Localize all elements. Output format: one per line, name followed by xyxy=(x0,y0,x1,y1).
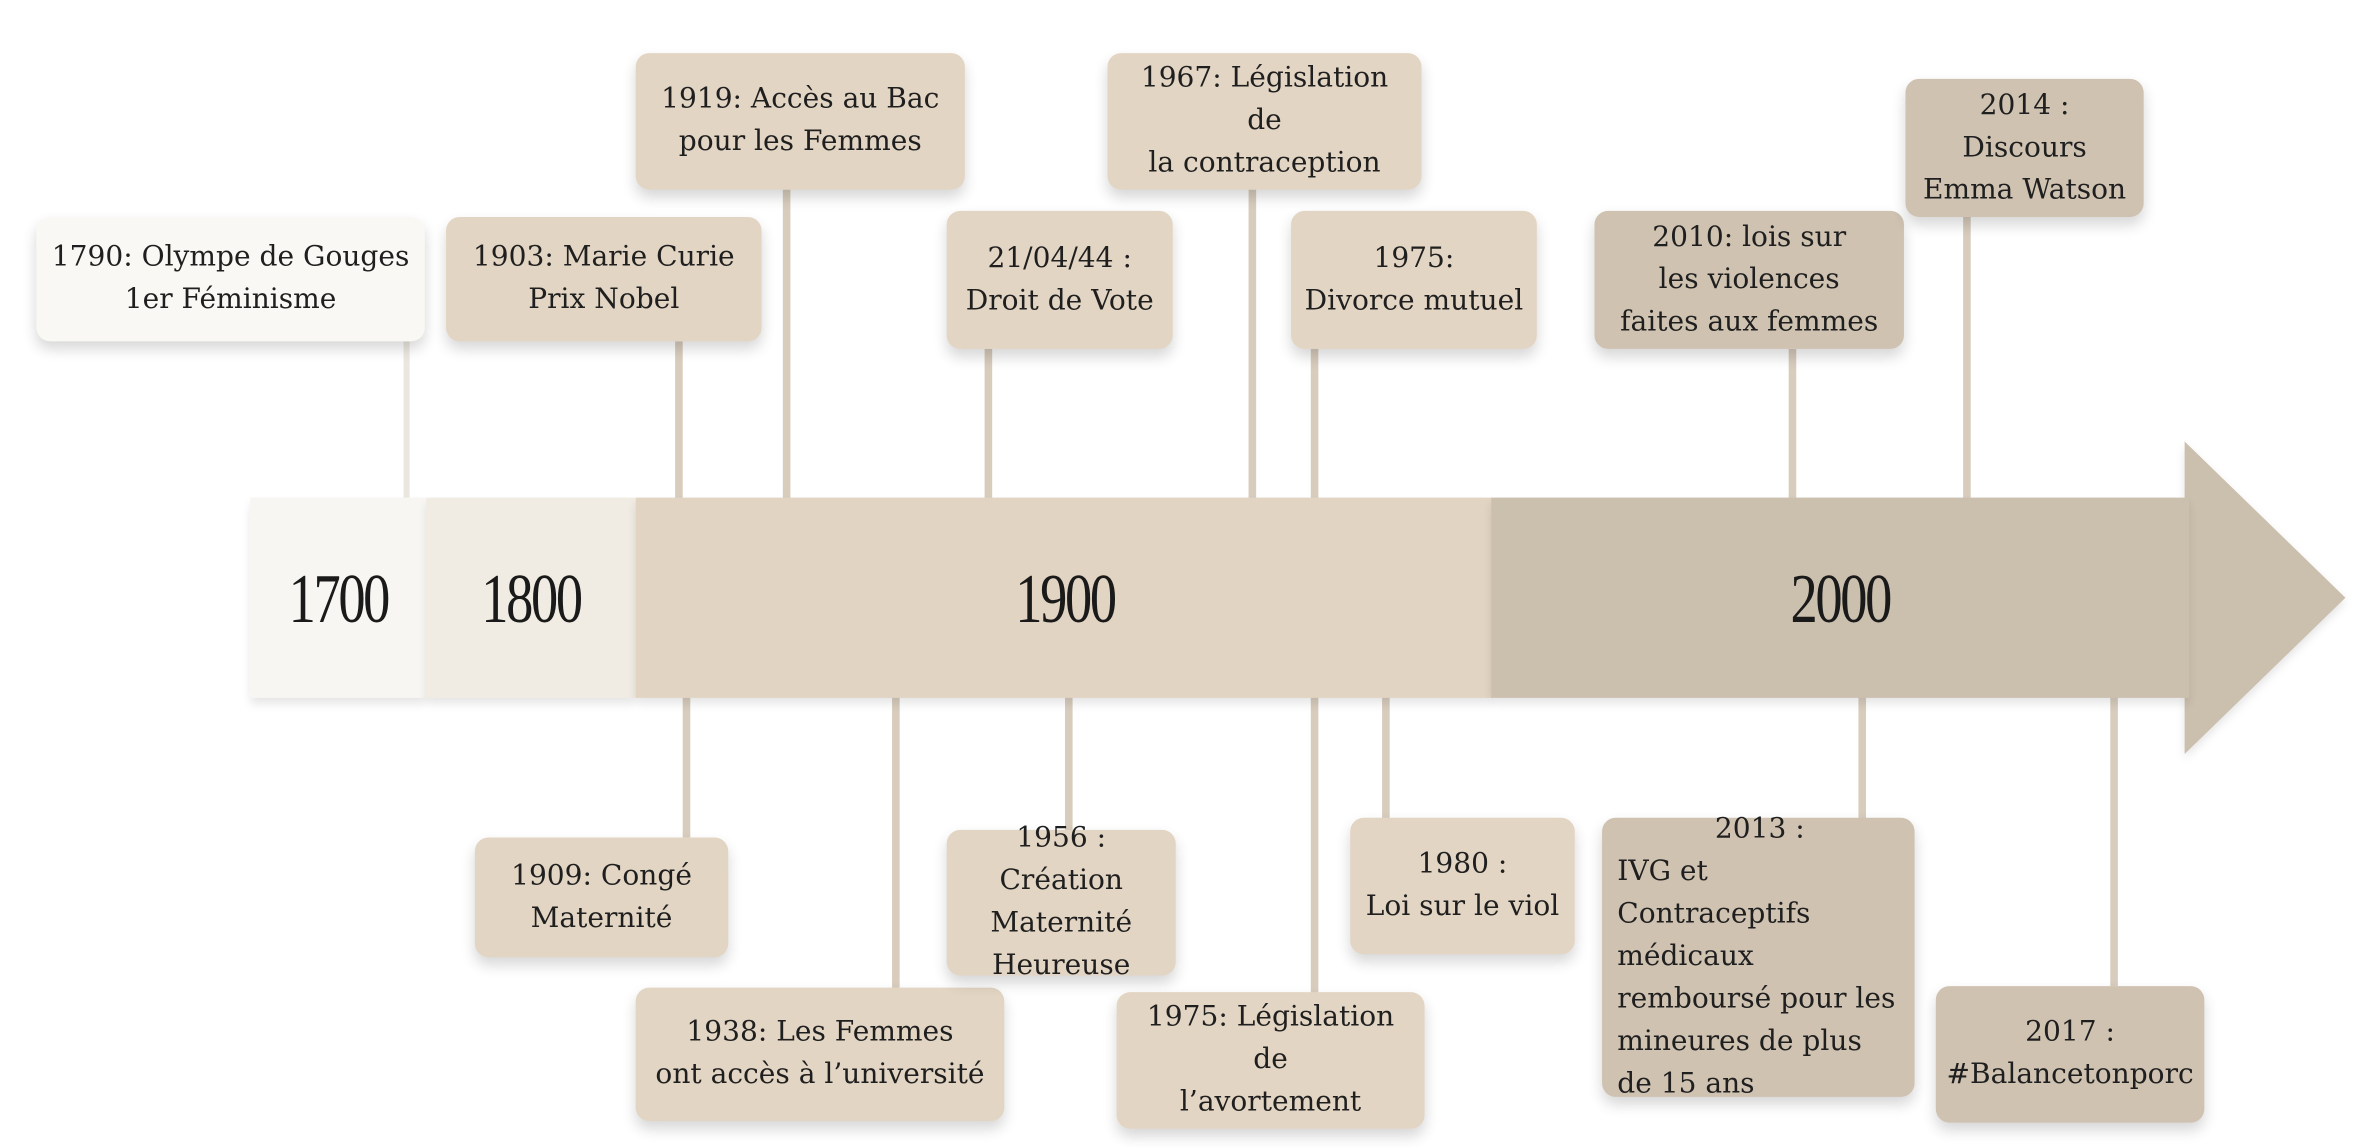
segment-1800: 1800 xyxy=(426,497,636,698)
connector-1790 xyxy=(403,341,410,500)
connector-2017 xyxy=(2110,696,2118,987)
connector-1944 xyxy=(984,348,993,500)
event-box-1938: 1938: Les Femmes ont accès à l’universit… xyxy=(635,987,1005,1122)
event-text-1956: 1956 : Création Maternité Heureuse xyxy=(990,822,1133,982)
event-text-1903: 1903: Marie Curie Prix Nobel xyxy=(472,241,735,316)
event-text-2010: 2010: lois sur les violences faites aux … xyxy=(1620,220,1879,338)
segment-label-1700: 1700 xyxy=(288,559,391,637)
event-text-2017: 2017 : #Balancetonporc xyxy=(1946,1016,2194,1091)
event-text-1980: 1980 : Loi sur le viol xyxy=(1365,848,1560,923)
event-box-1903: 1903: Marie Curie Prix Nobel xyxy=(446,216,762,342)
event-title-2013: 2013 : xyxy=(1714,813,1805,846)
segment-1700: 1700 xyxy=(250,497,427,698)
event-box-1956: 1956 : Création Maternité Heureuse xyxy=(946,822,1176,982)
connector-2013 xyxy=(1858,696,1867,820)
connector-1956 xyxy=(1065,696,1073,832)
event-text-1967: 1967: Législation de la contraception xyxy=(1140,62,1389,180)
connector-1938 xyxy=(892,696,900,990)
event-text-1944: 21/04/44 : Droit de Vote xyxy=(965,241,1154,317)
segment-label-1800: 1800 xyxy=(481,559,583,637)
segment-label-1900: 1900 xyxy=(1014,559,1117,637)
event-box-1980: 1980 : Loi sur le viol xyxy=(1350,817,1575,955)
segment-2000: 2000 xyxy=(1491,497,2190,698)
connector-1980 xyxy=(1382,696,1390,820)
event-box-2017: 2017 : #Balancetonporc xyxy=(1935,986,2205,1123)
connector-1909 xyxy=(682,696,691,838)
connector-2014 xyxy=(1963,216,1971,500)
event-box-1975-divorce: 1975: Divorce mutuel xyxy=(1291,210,1537,349)
event-box-2013: 2013 : IVG et Contraceptifs médicaux rem… xyxy=(1602,813,1915,1100)
event-box-1919: 1919: Accès au Bac pour les Femmes xyxy=(635,53,965,190)
event-box-1975-avortement: 1975: Législation de l’avortement xyxy=(1116,992,1425,1129)
event-box-1967: 1967: Législation de la contraception xyxy=(1107,53,1422,190)
event-box-1790: 1790: Olympe de Gouges 1er Féminisme xyxy=(36,216,425,342)
connector-2010 xyxy=(1788,348,1797,500)
connector-1975b xyxy=(1310,696,1319,994)
segment-label-2000: 2000 xyxy=(1790,559,1893,637)
event-box-2014: 2014 : Discours Emma Watson xyxy=(1905,78,2144,217)
timeline-arrow-head xyxy=(2184,441,2346,754)
event-text-1938: 1938: Les Femmes ont accès à l’universit… xyxy=(655,1016,985,1091)
event-text-1975-divorce: 1975: Divorce mutuel xyxy=(1304,241,1524,317)
event-text-2014: 2014 : Discours Emma Watson xyxy=(1922,88,2127,206)
event-text-1919: 1919: Accès au Bac pour les Femmes xyxy=(661,83,940,158)
event-text-1975-avortement: 1975: Législation de l’avortement xyxy=(1146,1001,1395,1119)
segment-1900: 1900 xyxy=(635,497,1493,698)
event-text-1909: 1909: Congé Maternité xyxy=(511,859,692,934)
connector-1919 xyxy=(782,189,791,500)
event-text-2013: IVG et Contraceptifs médicaux remboursé … xyxy=(1617,855,1896,1100)
connector-1975a xyxy=(1310,348,1319,500)
event-box-1909: 1909: Congé Maternité xyxy=(474,837,729,958)
connector-1967 xyxy=(1248,189,1257,500)
event-box-2010: 2010: lois sur les violences faites aux … xyxy=(1594,210,1904,349)
event-text-1790: 1790: Olympe de Gouges 1er Féminisme xyxy=(51,241,410,316)
connector-1903 xyxy=(675,341,683,500)
event-box-1944: 21/04/44 : Droit de Vote xyxy=(946,210,1173,349)
